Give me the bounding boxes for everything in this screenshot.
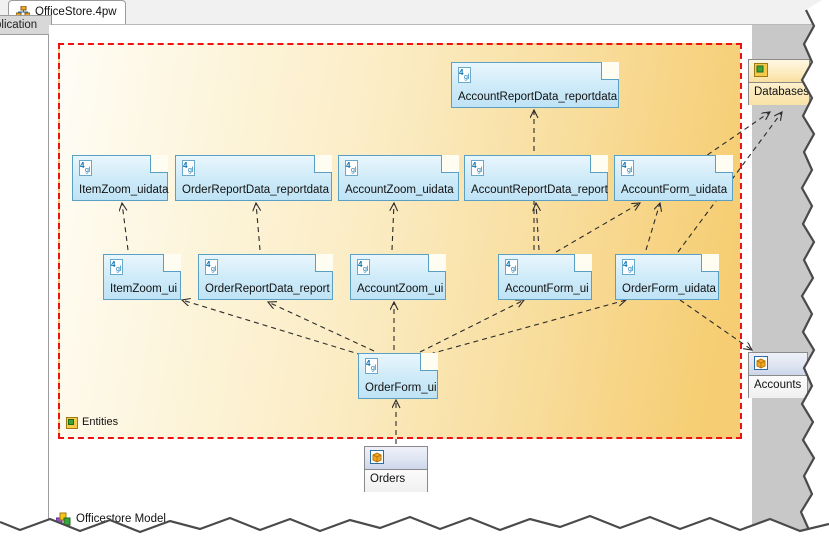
corner-fold (420, 353, 438, 371)
tab-application[interactable]: plication (0, 15, 52, 35)
node-orders[interactable]: Orders (364, 446, 428, 492)
svg-text:4: 4 (366, 359, 371, 368)
node-label: OrderForm_ui (365, 382, 437, 394)
corner-fold (701, 254, 719, 272)
svg-text:4: 4 (346, 161, 351, 170)
node-label: OrderReportData_report (205, 283, 330, 295)
corner-fold (315, 254, 333, 272)
model-label-text: Officestore Model (76, 513, 166, 525)
node-label: OrderReportData_reportdata (182, 184, 330, 196)
svg-text:4: 4 (183, 161, 188, 170)
corner-fold (150, 155, 168, 173)
node-databases[interactable]: Databases (748, 59, 810, 105)
svg-text:gl: gl (477, 167, 483, 174)
svg-text:4: 4 (111, 260, 116, 269)
node-label: ItemZoom_ui (110, 283, 178, 295)
node-label: Orders (370, 473, 406, 485)
svg-text:gl: gl (188, 167, 194, 174)
svg-text:4: 4 (472, 161, 477, 170)
corner-fold (163, 254, 181, 272)
svg-text:gl: gl (627, 167, 633, 174)
node-header (749, 353, 807, 376)
svg-text:4: 4 (506, 260, 511, 269)
package-label-text: Entities (82, 416, 119, 428)
svg-text:gl: gl (628, 266, 634, 273)
node-label: AccountForm_uidata (621, 184, 728, 196)
node-namebox: Databases (749, 83, 809, 105)
corner-fold (314, 155, 332, 173)
package-icon (66, 417, 78, 432)
cube-icon (370, 450, 384, 467)
window-tabstrip (0, 0, 829, 25)
svg-text:4: 4 (459, 68, 464, 77)
svg-text:gl: gl (85, 167, 91, 174)
node-label: AccountForm_ui (505, 283, 589, 295)
corner-fold (441, 155, 459, 173)
node-label: AccountZoom_uidata (345, 184, 454, 196)
node-label: AccountReportData_report (471, 184, 608, 196)
svg-text:4: 4 (622, 161, 627, 170)
svg-text:4: 4 (206, 260, 211, 269)
node-header (749, 60, 809, 83)
corner-fold (715, 155, 733, 173)
node-label: Accounts (754, 379, 802, 391)
node-namebox: Accounts (749, 376, 807, 398)
corner-fold (601, 62, 619, 80)
node-label: AccountZoom_ui (357, 283, 444, 295)
node-label: AccountReportData_reportdata (458, 91, 618, 103)
svg-text:gl: gl (351, 167, 357, 174)
svg-text:gl: gl (511, 266, 517, 273)
svg-text:gl: gl (211, 266, 217, 273)
svg-text:gl: gl (371, 365, 377, 372)
db-package-icon (754, 63, 768, 80)
canvas-left-panel (22, 35, 49, 525)
svg-text:gl: gl (363, 266, 369, 273)
corner-fold (590, 155, 608, 173)
corner-fold (428, 254, 446, 272)
svg-text:gl: gl (116, 266, 122, 273)
node-header (365, 447, 427, 470)
cube-icon (754, 356, 768, 373)
node-label: Databases (754, 86, 809, 98)
node-label: ItemZoom_uidata (79, 184, 169, 196)
tab-label: plication (0, 19, 38, 31)
model-icon (55, 512, 72, 530)
corner-fold (574, 254, 592, 272)
svg-text:4: 4 (80, 161, 85, 170)
node-accounts[interactable]: Accounts (748, 352, 808, 398)
canvas-left-gutter (0, 35, 23, 525)
svg-text:4: 4 (623, 260, 628, 269)
tab-label: OfficeStore.4pw (35, 6, 117, 18)
svg-text:4: 4 (358, 260, 363, 269)
node-label: OrderForm_uidata (622, 283, 716, 295)
svg-text:gl: gl (464, 74, 470, 81)
node-namebox: Orders (365, 470, 427, 492)
